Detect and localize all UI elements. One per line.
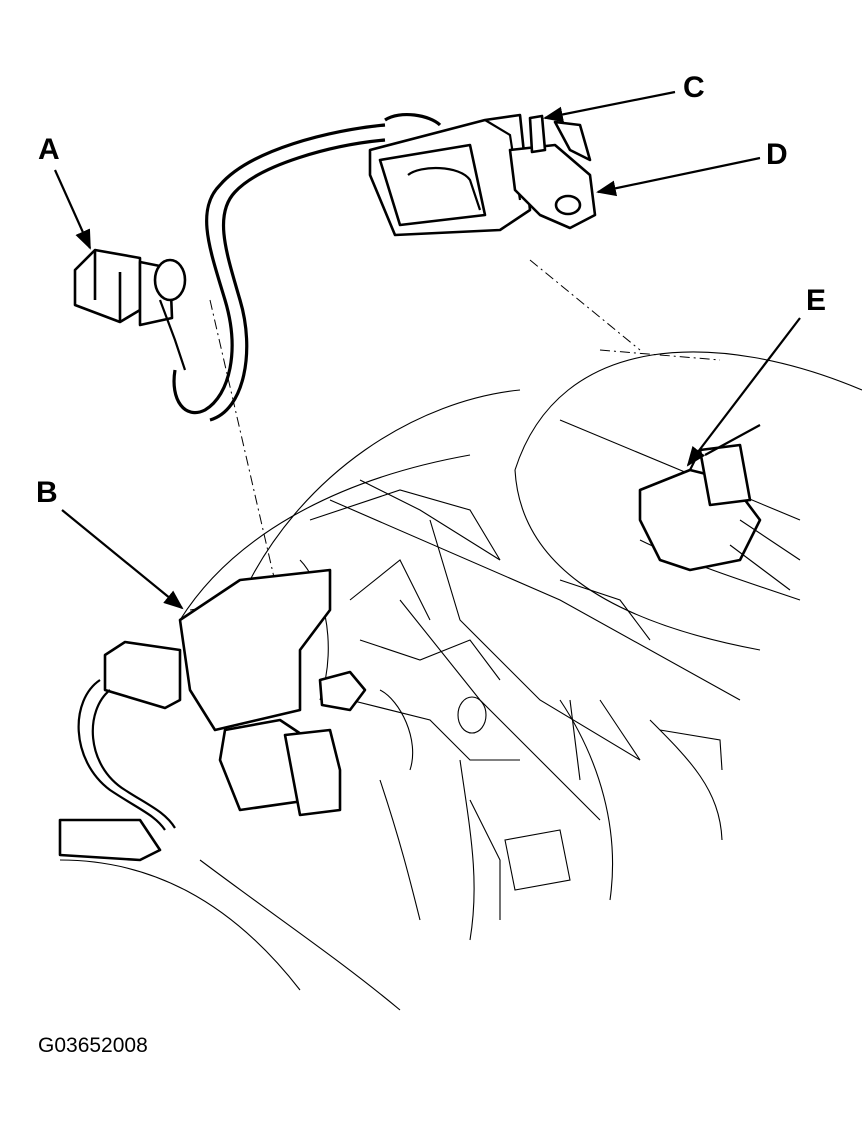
connector-a — [73, 248, 187, 371]
callout-arrows — [53, 90, 801, 610]
callout-e: E — [806, 284, 827, 317]
arrow-c — [543, 90, 676, 123]
sensor-bracket — [368, 113, 532, 237]
sensor-d — [508, 114, 597, 230]
callout-c: C — [683, 71, 705, 104]
figure-id: G03652008 — [38, 1034, 148, 1057]
callout-b: B — [36, 476, 58, 509]
callout-a: A — [38, 133, 60, 166]
callout-d: D — [766, 138, 788, 171]
sensor-e — [638, 424, 801, 591]
sensor-harness — [172, 112, 442, 422]
arrow-a — [53, 169, 92, 250]
arrow-b — [61, 509, 184, 610]
arrow-d — [596, 156, 761, 197]
connector-b-area — [58, 568, 367, 862]
engine-background — [59, 351, 862, 1011]
arrow-e — [686, 317, 801, 467]
